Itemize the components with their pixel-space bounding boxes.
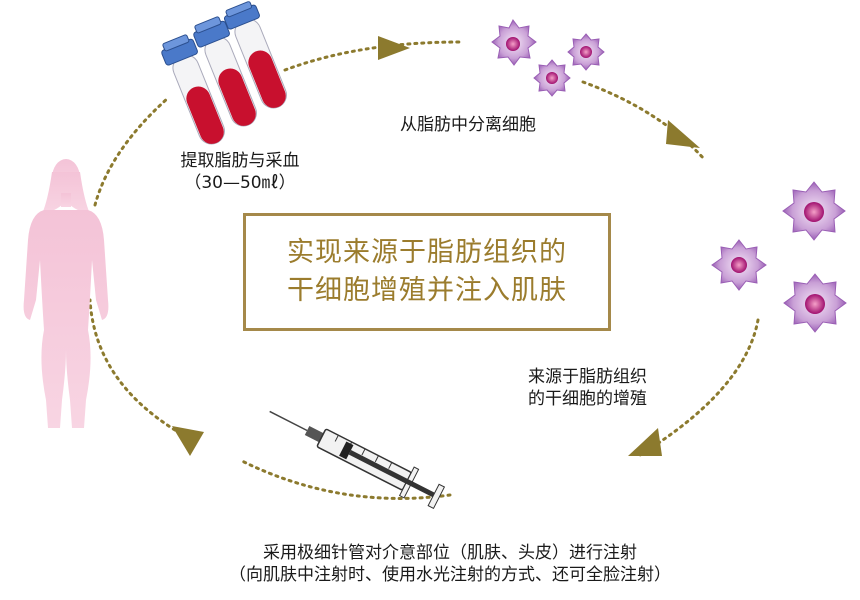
step-extract-amount: （30—50㎖） bbox=[184, 173, 296, 193]
direction-arrow-icon bbox=[172, 426, 204, 456]
step-extract-title: 提取脂肪与采血 bbox=[180, 151, 300, 171]
fat-cell-icon bbox=[782, 181, 846, 241]
fat-cell-icon bbox=[783, 273, 847, 333]
fat-cell-icon bbox=[491, 19, 537, 66]
woman-silhouette-icon bbox=[23, 159, 109, 428]
fat-cell-icon bbox=[567, 33, 605, 71]
center-message-box: 实现来源于脂肪组织的 干细胞增殖并注入肌肤 bbox=[243, 213, 611, 331]
syringe-icon bbox=[269, 410, 446, 510]
center-message-line-1: 实现来源于脂肪组织的 bbox=[287, 237, 567, 268]
direction-arrow-icon bbox=[378, 36, 410, 60]
fat-cell-icon bbox=[711, 239, 767, 291]
step-proliferate-line-1: 来源于脂肪组织 bbox=[528, 367, 647, 387]
fat-cell-icon bbox=[533, 59, 571, 97]
blood-tubes-icon bbox=[161, 1, 287, 145]
center-message-line-2: 干细胞增殖并注入肌肤 bbox=[287, 275, 567, 306]
step-proliferate-line-2: 的干细胞的增殖 bbox=[528, 389, 647, 409]
direction-arrow-icon bbox=[628, 428, 662, 456]
step-inject-line-1: 采用极细针管对介意部位（肌肤、头皮）进行注射 bbox=[263, 543, 637, 563]
step-isolate-title: 从脂肪中分离细胞 bbox=[400, 115, 536, 135]
step-inject-line-2: （向肌肤中注射时、使用水光注射的方式、还可全脸注射） bbox=[229, 565, 671, 585]
direction-arrow-icon bbox=[666, 120, 700, 148]
cycle-path bbox=[88, 40, 760, 500]
